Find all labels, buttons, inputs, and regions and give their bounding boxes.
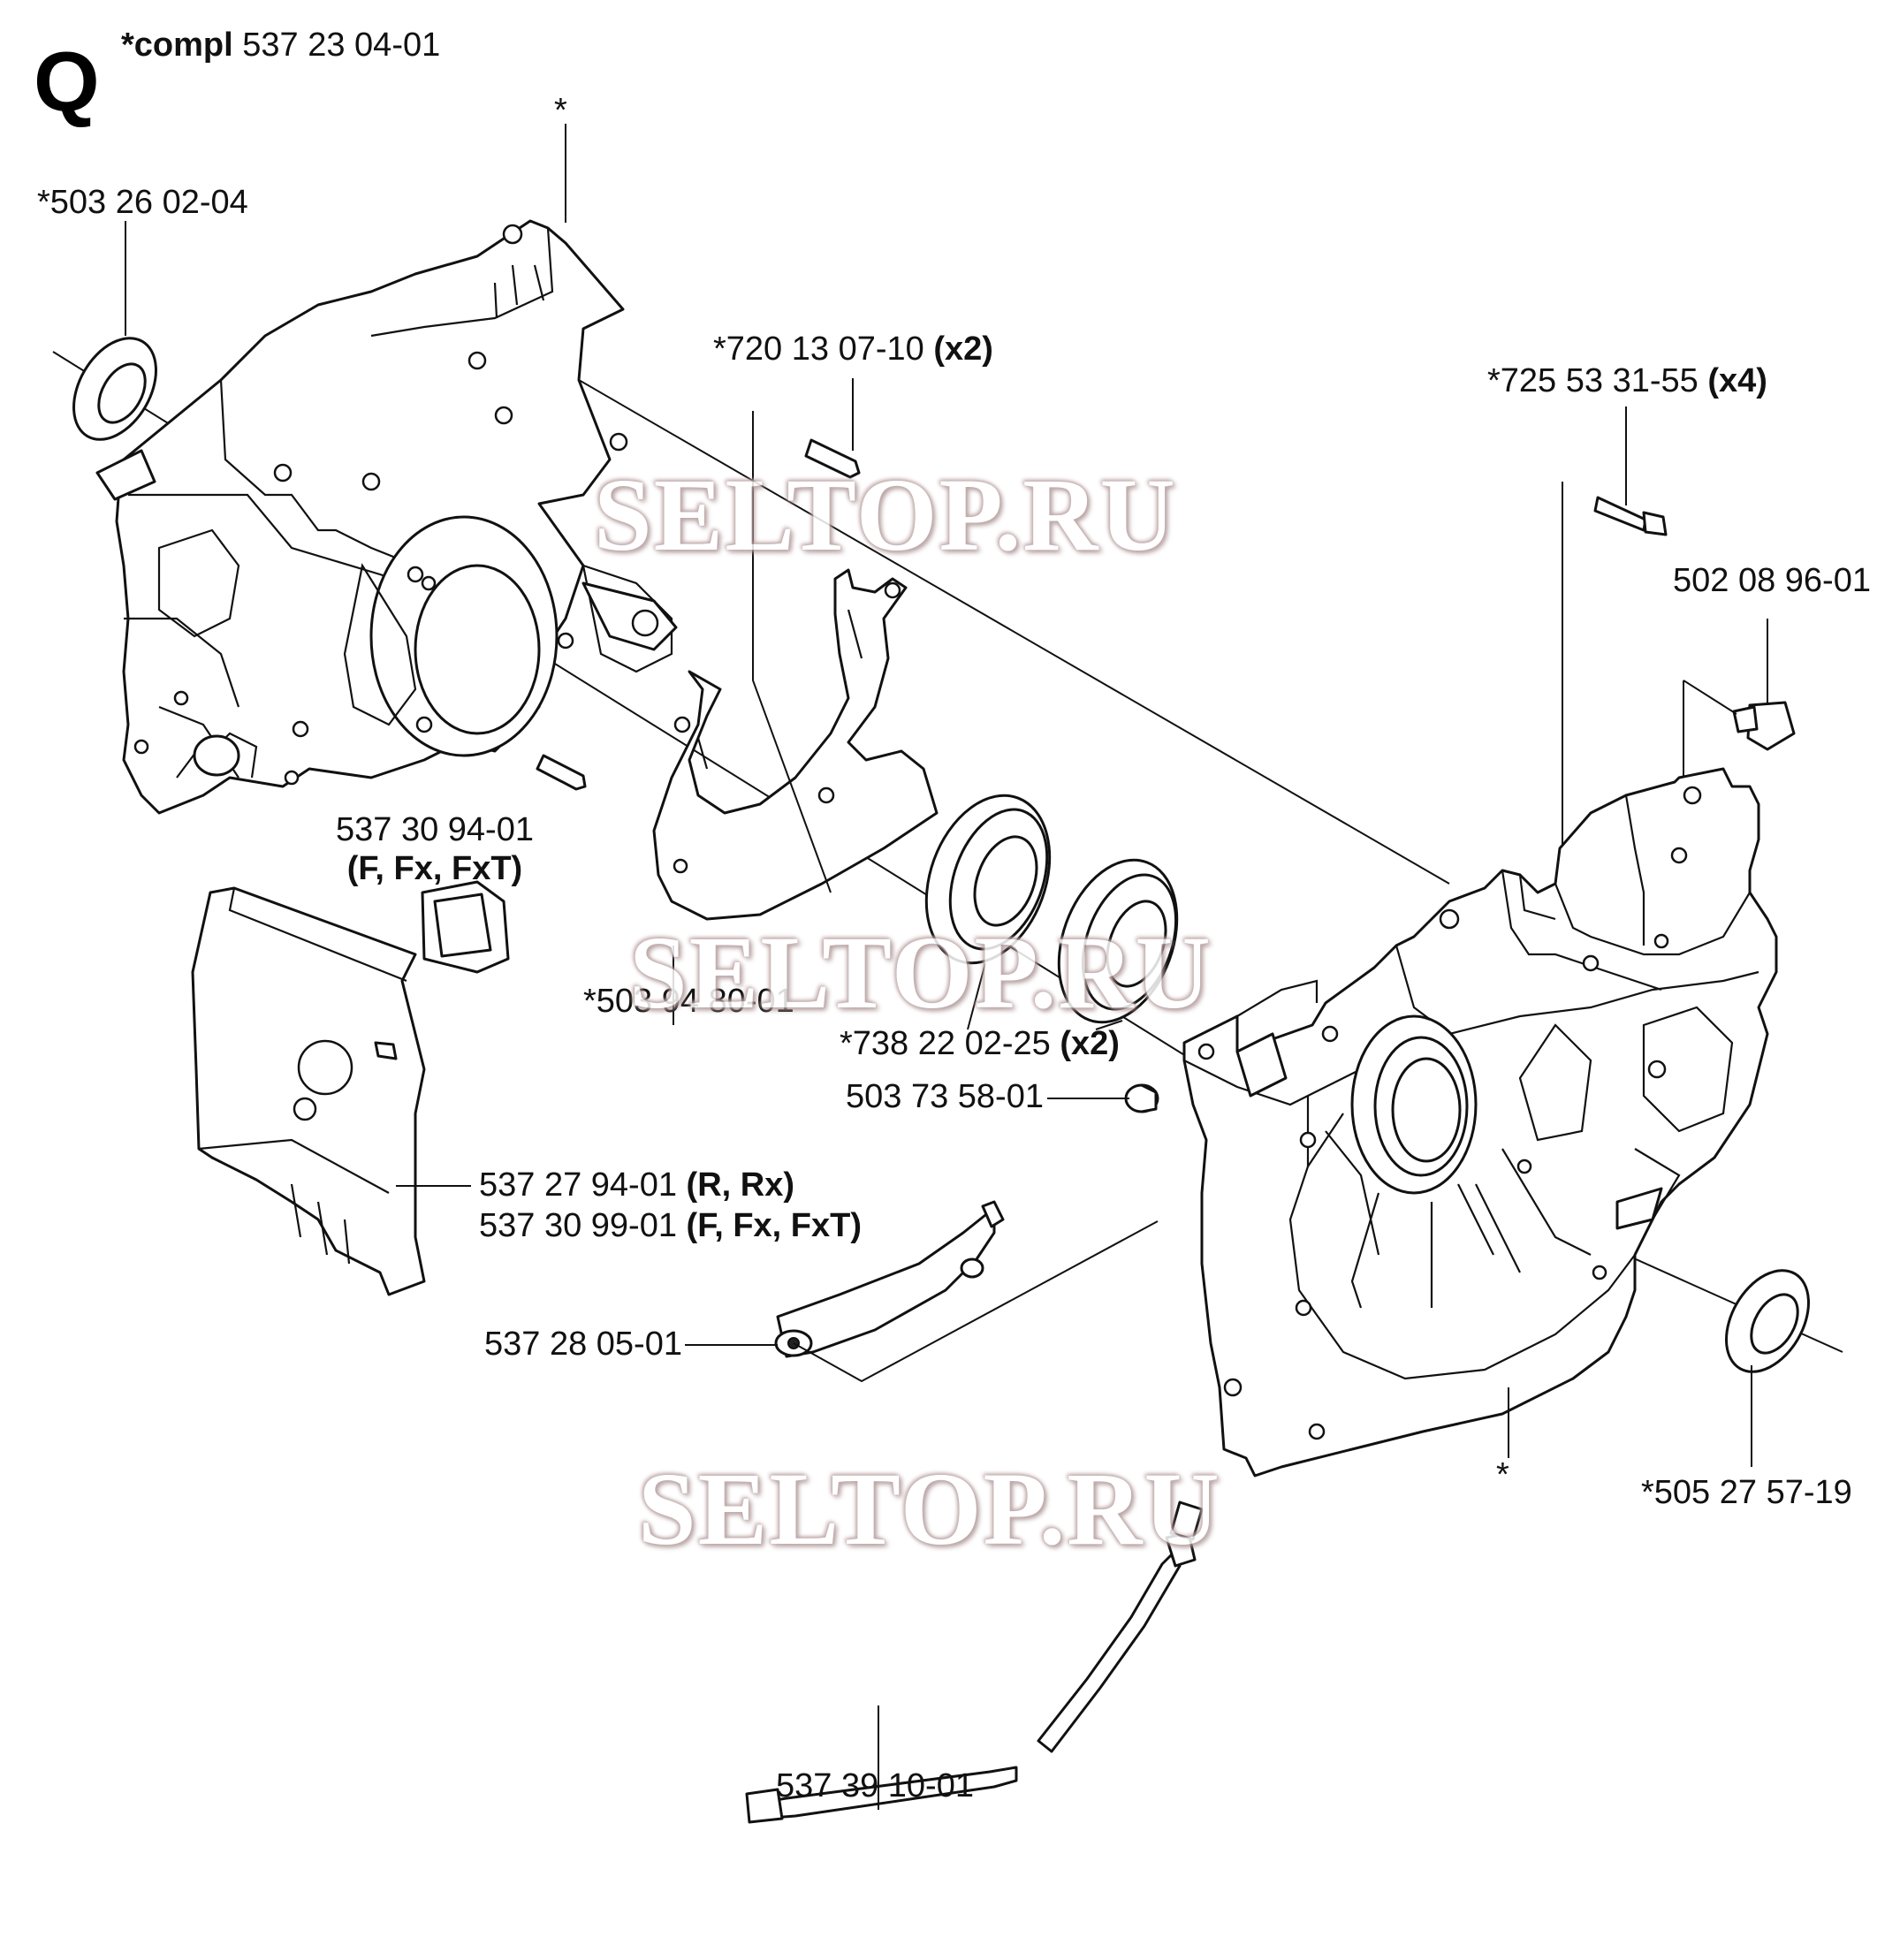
callout-cable: 537 39 10-01 [776,1767,974,1804]
bearing-1 [924,794,1052,965]
callout-spacer: 537 30 94-01(F, Fx, FxT) [336,811,534,888]
assembly-prefix: *compl [121,27,233,64]
callout-left-half: * [554,92,567,129]
callout-bracket: 537 28 05-01 [484,1326,682,1363]
callout-seal-right: *505 27 57-19 [1641,1474,1852,1511]
right-crankcase-half [1182,767,1778,1478]
callout-seal-left: *503 26 02-04 [37,184,248,221]
plate-b-models: (F, Fx, FxT) [686,1207,862,1244]
pin-top [804,438,861,479]
seal-left [72,337,157,441]
gasket [652,568,939,921]
leader-pin-axis [752,411,832,893]
bearing-2 [1057,858,1179,1024]
pin-qty: (x2) [933,330,993,368]
pin-part-number: *720 13 07-10 [713,330,924,368]
plate-b-part-number: 537 30 99-01 [479,1207,677,1244]
square-nut [1732,701,1796,751]
assembly-number: 537 23 04-01 [242,27,441,64]
leader-bearing [967,962,1123,1030]
callout-gasket: *503 94 80-01 [583,983,794,1020]
assembly-label: *compl 537 23 04-01 [121,27,440,65]
screw-qty: (x4) [1707,362,1767,399]
screw-part-number: *725 53 31-55 [1487,362,1699,399]
callout-right-half: * [1496,1456,1509,1493]
watermark-middle: SELTOP.RU [629,915,1212,1030]
seal-right [1725,1269,1810,1373]
heat-shield-plate [191,886,426,1296]
callout-nut: 502 08 96-01 [1673,562,1871,599]
plate-a-part-number: 537 27 94-01 [479,1166,677,1204]
callout-screw: *725 53 31-55 (x4) [1487,362,1767,401]
ignition-cable [745,1500,1204,1824]
grommet [1124,1083,1159,1113]
spacer-models: (F, Fx, FxT) [346,849,523,887]
watermark-bottom: SELTOP.RU [638,1451,1221,1567]
left-crankcase-half [95,219,678,815]
screw [1593,496,1668,536]
bracket-axis [793,1220,1159,1383]
callout-plate-a: 537 27 94-01 (R, Rx) [479,1166,794,1205]
callout-grommet: 503 73 58-01 [846,1078,1044,1115]
bolt-axis-line [494,330,1450,885]
bearing-part-number: *738 22 02-25 [840,1025,1051,1062]
callout-plate-b: 537 30 99-01 (F, Fx, FxT) [479,1207,862,1246]
spacer-block [421,880,510,974]
plate-a-models: (R, Rx) [686,1166,794,1204]
section-letter: Q [34,34,100,129]
spacer-part-number: 537 30 94-01 [336,811,534,848]
callout-pin: *720 13 07-10 (x2) [713,330,993,369]
bearing-qty: (x2) [1060,1025,1120,1062]
pin-lower [536,754,587,791]
callout-bearing: *738 22 02-25 (x2) [840,1025,1120,1064]
watermark-top: SELTOP.RU [594,457,1177,573]
